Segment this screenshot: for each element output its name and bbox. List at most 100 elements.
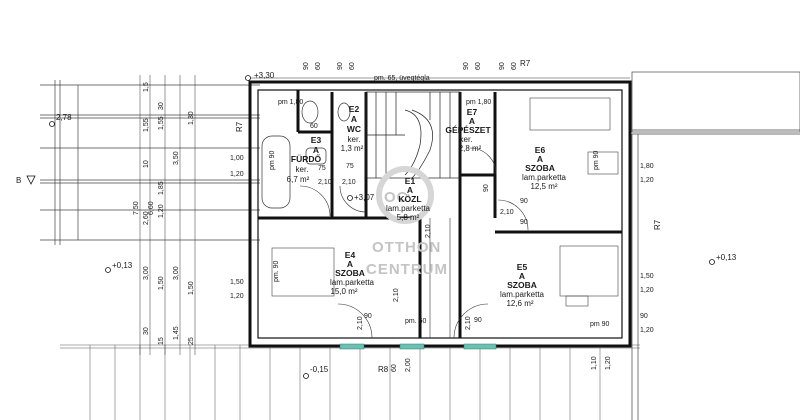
section-marker-b: B — [16, 175, 36, 185]
left-dimension-labels: 1,5 1,55 10 2,60 3,00 30 1,85 1,55 1,20 … — [133, 82, 195, 345]
svg-text:-0,15: -0,15 — [310, 365, 329, 374]
svg-text:2,10: 2,10 — [342, 179, 356, 186]
svg-text:SZOBA: SZOBA — [507, 280, 537, 290]
svg-text:60: 60 — [315, 62, 322, 70]
svg-text:60: 60 — [475, 62, 482, 70]
svg-text:60: 60 — [349, 62, 356, 70]
svg-text:1,20: 1,20 — [230, 171, 244, 178]
svg-text:25: 25 — [188, 337, 195, 345]
svg-text:lam.parketta: lam.parketta — [386, 204, 431, 213]
svg-text:A: A — [351, 114, 357, 124]
svg-text:1,50: 1,50 — [640, 273, 654, 280]
svg-text:1,10: 1,10 — [591, 356, 598, 370]
door-dimension-labels: 75 2,10 75 2,10 90 2,10 90 2,10 90 2,10 … — [310, 123, 612, 372]
svg-text:pm 1,80: pm 1,80 — [278, 99, 303, 106]
svg-text:90: 90 — [483, 184, 490, 192]
svg-text:pm 90: pm 90 — [590, 321, 610, 328]
svg-text:A: A — [469, 116, 475, 126]
svg-text:1,85: 1,85 — [158, 181, 165, 195]
svg-text:15,0 m²: 15,0 m² — [330, 287, 357, 296]
exterior-walls — [248, 80, 632, 348]
svg-text:3,00: 3,00 — [173, 266, 180, 280]
level-marker-icon — [709, 259, 715, 265]
r7-top: R7 — [520, 59, 531, 68]
svg-text:+0,13: +0,13 — [112, 261, 133, 270]
watermark-logo: OC OTTHON CENTRUM — [366, 166, 447, 278]
svg-text:1,5: 1,5 — [143, 82, 150, 92]
svg-text:lam.parketta: lam.parketta — [500, 290, 545, 299]
svg-text:60: 60 — [511, 62, 518, 70]
svg-text:E1: E1 — [405, 176, 416, 186]
svg-text:6,7 m²: 6,7 m² — [287, 175, 310, 184]
svg-text:A: A — [407, 185, 413, 195]
right-terrace — [631, 71, 800, 420]
staircase — [365, 91, 461, 179]
svg-text:SZOBA: SZOBA — [525, 163, 555, 173]
svg-text:A: A — [519, 271, 525, 281]
room-labels: E2 A WC ker. 1,3 m² E3 A FÜRDŐ ker. 6,7 … — [287, 104, 567, 308]
room-e3: E3 A FÜRDŐ ker. 6,7 m² — [287, 135, 322, 184]
svg-text:2,8 m²: 2,8 m² — [459, 144, 482, 153]
svg-text:1,50: 1,50 — [188, 281, 195, 295]
svg-text:pm. 90: pm. 90 — [273, 260, 280, 282]
svg-text:ker.: ker. — [460, 135, 473, 144]
svg-text:A: A — [537, 154, 543, 164]
r7-right: R7 — [653, 219, 662, 230]
svg-text:75: 75 — [346, 163, 354, 170]
room-e4: E4 A SZOBA lam.parketta 15,0 m² — [330, 250, 375, 296]
svg-text:pm 1,80: pm 1,80 — [466, 99, 491, 106]
wc-toilet-icon — [337, 102, 351, 122]
svg-text:WC: WC — [347, 124, 361, 134]
svg-text:1,55: 1,55 — [158, 116, 165, 130]
svg-text:lam.parketta: lam.parketta — [522, 173, 567, 182]
svg-text:pm 90: pm 90 — [269, 150, 276, 170]
sink-icon — [305, 147, 327, 165]
room-e2: E2 A WC ker. 1,3 m² — [341, 104, 364, 153]
r7-left: R7 — [235, 121, 244, 132]
svg-text:pm 90: pm 90 — [593, 150, 600, 170]
svg-text:1,20: 1,20 — [230, 293, 244, 300]
bed-icon — [271, 247, 335, 297]
svg-text:1,50: 1,50 — [158, 276, 165, 290]
top-dimension-line: 90 60 90 60 90 60 90 60 — [250, 62, 630, 79]
svg-text:90: 90 — [364, 313, 372, 320]
svg-text:2,10: 2,10 — [318, 179, 332, 186]
svg-text:10: 10 — [143, 160, 150, 168]
svg-text:2,10: 2,10 — [357, 316, 364, 330]
svg-text:ker.: ker. — [348, 135, 361, 144]
svg-text:60: 60 — [391, 364, 398, 372]
svg-text:2,60: 2,60 — [143, 211, 150, 225]
svg-text:+3,30: +3,30 — [254, 71, 275, 80]
svg-text:SZOBA: SZOBA — [335, 268, 365, 278]
svg-text:5,8 m²: 5,8 m² — [397, 213, 420, 222]
svg-text:pm. 65, üvegtégla: pm. 65, üvegtégla — [374, 75, 430, 82]
svg-text:90: 90 — [474, 317, 482, 324]
svg-text:1,20: 1,20 — [640, 287, 654, 294]
svg-text:1,20: 1,20 — [640, 327, 654, 334]
svg-text:6,60: 6,60 — [148, 201, 155, 215]
bed-icon — [529, 97, 611, 131]
svg-text:1,30: 1,30 — [188, 111, 195, 125]
svg-text:B: B — [16, 176, 21, 185]
svg-text:E2: E2 — [349, 104, 360, 114]
desk-icon — [587, 151, 619, 175]
svg-text:1,50: 1,50 — [230, 279, 244, 286]
windows — [339, 343, 497, 350]
room-e6: E6 A SZOBA lam.parketta 12,5 m² — [522, 145, 567, 191]
section-arrow-icon — [26, 175, 36, 185]
svg-text:75: 75 — [318, 165, 326, 172]
svg-text:1,45: 1,45 — [173, 326, 180, 340]
svg-text:3,50: 3,50 — [173, 151, 180, 165]
svg-text:2,78: 2,78 — [56, 113, 72, 122]
chair-icon — [565, 295, 589, 307]
svg-text:90: 90 — [520, 198, 528, 205]
svg-text:E4: E4 — [345, 250, 356, 260]
level-marker-icon — [105, 267, 111, 273]
svg-text:A: A — [347, 259, 353, 269]
watermark-badge: OC — [384, 189, 409, 206]
svg-text:FÜRDŐ: FÜRDŐ — [291, 153, 322, 164]
svg-text:GÉPÉSZET: GÉPÉSZET — [445, 125, 491, 135]
level-marker-icon — [347, 195, 353, 201]
svg-text:1,00: 1,00 — [230, 155, 244, 162]
svg-text:1,20: 1,20 — [158, 204, 165, 218]
